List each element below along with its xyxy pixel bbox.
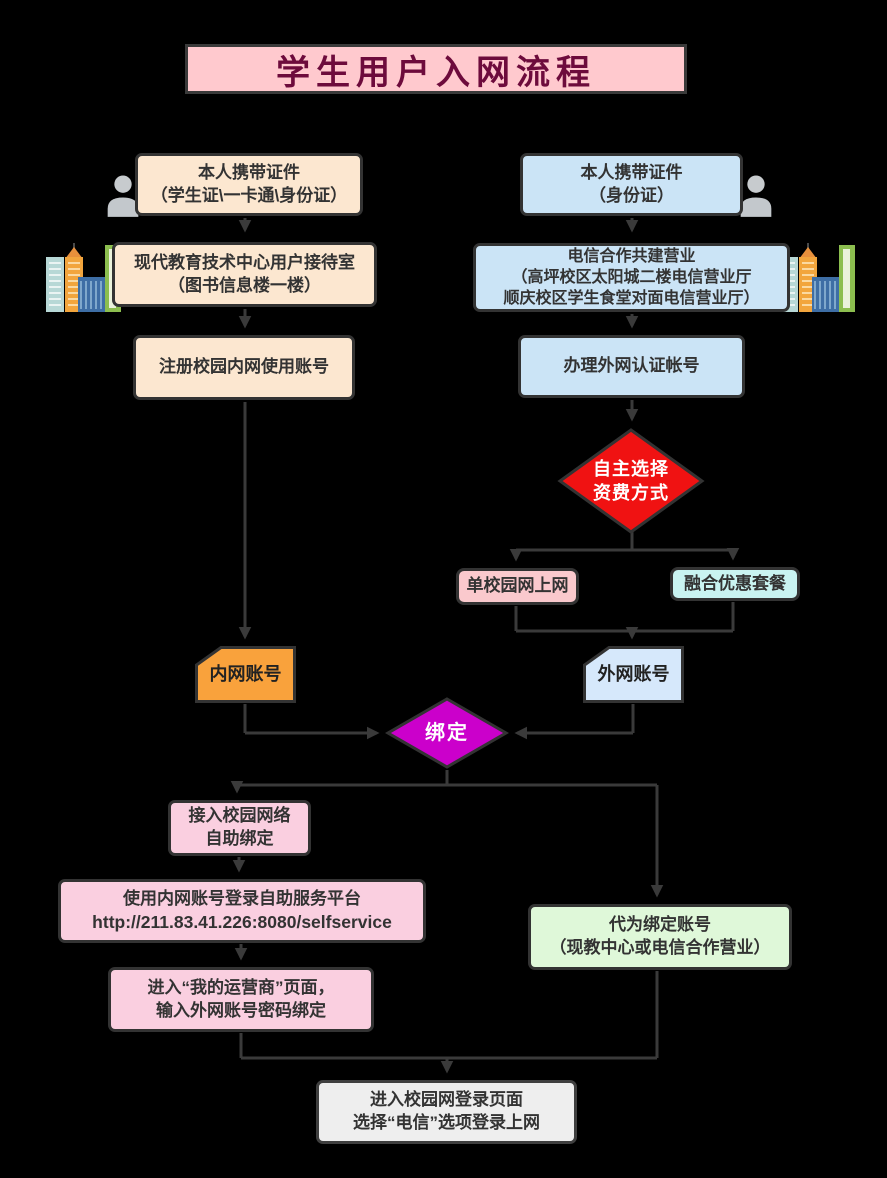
node-choose-plan-diamond: 自主选择 资费方式 <box>557 427 705 535</box>
node-text-line: 资费方式 <box>593 483 669 503</box>
node-text-line: 办理外网认证帐号 <box>563 356 700 376</box>
node-right-bring-id: 本人携带证件 （身份证） <box>520 153 743 216</box>
node-apply-extranet: 办理外网认证帐号 <box>518 335 745 398</box>
person-icon <box>107 175 139 217</box>
node-bind-diamond: 绑定 <box>385 697 509 769</box>
node-text-line: 选择“电信”选项登录上网 <box>353 1113 540 1132</box>
self-service-url: http://211.83.41.226:8080/selfservice <box>92 911 392 932</box>
person-icon <box>740 175 772 217</box>
node-text-line: 自助绑定 <box>205 829 274 848</box>
node-operator-page: 进入“我的运营商”页面， 输入外网账号密码绑定 <box>108 967 374 1032</box>
node-final-login: 进入校园网登录页面 选择“电信”选项登录上网 <box>316 1080 577 1144</box>
node-text-line: 代为绑定账号 <box>609 915 711 935</box>
node-text-line: 外网账号 <box>597 664 670 685</box>
node-text-line: （现教中心或电信合作营业） <box>549 938 771 957</box>
diamond-shape <box>557 428 705 534</box>
node-text-line: （高坪校区太阳城二楼电信营业厅 <box>511 268 752 286</box>
page-title: 学生用户入网流程 <box>185 44 687 94</box>
node-self-service-platform: 使用内网账号登录自助服务平台 http://211.83.41.226:8080… <box>58 879 426 943</box>
node-text-line: 单校园网上网 <box>466 576 569 596</box>
card-shape <box>583 646 684 703</box>
node-text-line: 输入外网账号密码绑定 <box>156 1000 326 1020</box>
node-text-line: 注册校园内网使用账号 <box>159 357 329 377</box>
node-text-line: 电信合作共建营业 <box>567 247 696 265</box>
node-text-line: 现代教育技术中心用户接待室 <box>134 252 355 272</box>
node-intranet-account-card: 内网账号 <box>195 646 296 703</box>
node-extranet-account-card: 外网账号 <box>583 646 684 703</box>
node-text-line: 内网账号 <box>209 664 282 685</box>
node-self-bind: 接入校园网络 自助绑定 <box>168 800 311 856</box>
node-text-line: 融合优惠套餐 <box>684 573 786 593</box>
node-text-line: 顺庆校区学生食堂对面电信营业厅） <box>503 290 760 308</box>
node-text-line: 自主选择 <box>593 458 669 479</box>
card-shape <box>195 646 296 703</box>
node-left-reception: 现代教育技术中心用户接待室 （图书信息楼一楼） <box>112 242 377 307</box>
node-text-line: （身份证） <box>589 185 674 205</box>
node-proxy-bind: 代为绑定账号 （现教中心或电信合作营业） <box>528 904 792 970</box>
node-register-intranet: 注册校园内网使用账号 <box>133 335 355 400</box>
node-text-line: 本人携带证件 <box>580 162 683 182</box>
node-plan-single: 单校园网上网 <box>456 568 579 605</box>
node-text-line: （学生证\一卡通\身份证） <box>150 185 348 205</box>
node-text-line: 进入“我的运营商”页面， <box>147 977 335 997</box>
node-text-line: 绑定 <box>425 721 469 744</box>
node-left-bring-id: 本人携带证件 （学生证\一卡通\身份证） <box>135 153 363 216</box>
node-plan-combo: 融合优惠套餐 <box>670 567 800 601</box>
buildings-icon <box>780 243 855 312</box>
node-text-line: 本人携带证件 <box>198 162 300 182</box>
diamond-shape <box>385 697 509 769</box>
node-telecom-office: 电信合作共建营业 （高坪校区太阳城二楼电信营业厅 顺庆校区学生食堂对面电信营业厅… <box>473 243 790 312</box>
node-text-line: 使用内网账号登录自助服务平台 <box>123 889 361 909</box>
node-text-line: 接入校园网络 <box>188 806 291 826</box>
node-text-line: （图书信息楼一楼） <box>168 275 321 295</box>
node-text-line: 进入校园网登录页面 <box>370 1090 523 1110</box>
